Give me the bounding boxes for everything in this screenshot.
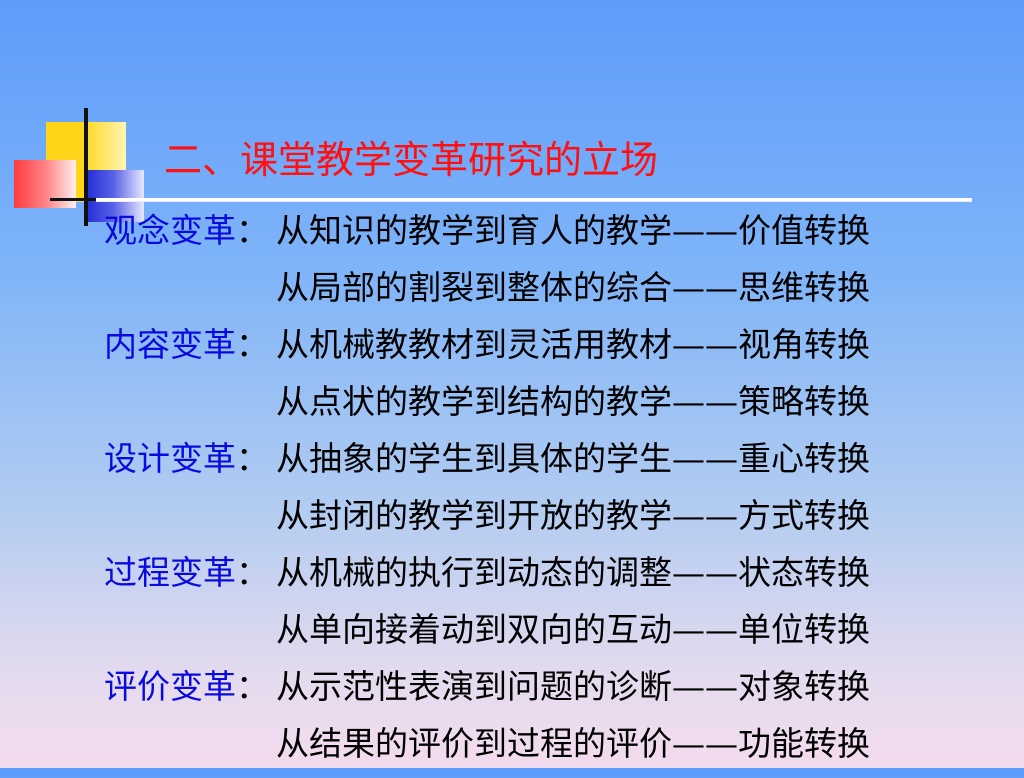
row-text: 从局部的割裂到整体的综合——思维转换 bbox=[276, 268, 870, 307]
row-text: 从示范性表演到问题的诊断——对象转换 bbox=[276, 667, 870, 706]
row-text: 从结果的评价到过程的评价——功能转换 bbox=[276, 724, 870, 763]
vertical-rule bbox=[84, 108, 88, 226]
list-item: 过程变革：从机械的执行到动态的调整——状态转换 bbox=[104, 550, 1004, 607]
title-underline bbox=[96, 198, 972, 202]
list-item: 从封闭的教学到开放的教学——方式转换 bbox=[104, 493, 1004, 550]
row-text: 从机械教教材到灵活用教材——视角转换 bbox=[276, 325, 870, 364]
list-item: 观念变革：从知识的教学到育人的教学——价值转换 bbox=[104, 208, 1004, 265]
row-label: 过程变革： bbox=[104, 553, 269, 592]
short-horizontal-rule bbox=[50, 198, 96, 201]
row-text: 从抽象的学生到具体的学生——重心转换 bbox=[276, 439, 870, 478]
row-label-colon: ： bbox=[236, 439, 269, 478]
row-label-colon: ： bbox=[236, 211, 269, 250]
list-item: 设计变革：从抽象的学生到具体的学生——重心转换 bbox=[104, 436, 1004, 493]
row-text: 从点状的教学到结构的教学——策略转换 bbox=[276, 382, 870, 421]
row-text: 从单向接着动到双向的互动——单位转换 bbox=[276, 610, 870, 649]
row-label: 评价变革： bbox=[104, 667, 269, 706]
row-text: 从知识的教学到育人的教学——价值转换 bbox=[276, 211, 870, 250]
list-item: 评价变革：从示范性表演到问题的诊断——对象转换 bbox=[104, 664, 1004, 721]
row-label-colon: ： bbox=[236, 325, 269, 364]
row-label-colon: ： bbox=[236, 667, 269, 706]
row-label: 观念变革： bbox=[104, 211, 269, 250]
row-text: 从机械的执行到动态的调整——状态转换 bbox=[276, 553, 870, 592]
row-label-colon: ： bbox=[236, 553, 269, 592]
list-item: 从局部的割裂到整体的综合——思维转换 bbox=[104, 265, 1004, 322]
slide-title: 二、课堂教学变革研究的立场 bbox=[164, 138, 659, 182]
row-text: 从封闭的教学到开放的教学——方式转换 bbox=[276, 496, 870, 535]
list-item: 从点状的教学到结构的教学——策略转换 bbox=[104, 379, 1004, 436]
list-item: 从结果的评价到过程的评价——功能转换 bbox=[104, 721, 1004, 778]
content-list: 观念变革：从知识的教学到育人的教学——价值转换 从局部的割裂到整体的综合——思维… bbox=[104, 208, 1004, 778]
blue-square bbox=[84, 170, 144, 222]
list-item: 从单向接着动到双向的互动——单位转换 bbox=[104, 607, 1004, 664]
list-item: 内容变革：从机械教教材到灵活用教材——视角转换 bbox=[104, 322, 1004, 379]
row-label: 内容变革： bbox=[104, 325, 269, 364]
row-label: 设计变革： bbox=[104, 439, 269, 478]
decorative-squares bbox=[0, 0, 160, 240]
